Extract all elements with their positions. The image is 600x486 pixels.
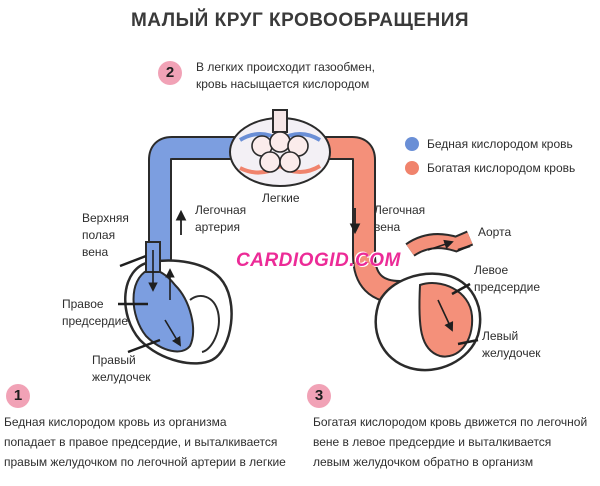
left-heart-icon <box>374 230 482 372</box>
left-atrium-label: Левое предсердие <box>474 262 540 296</box>
right-atrium-label: Правое предсердие <box>62 296 128 330</box>
legend-label-rich: Богатая кислородом кровь <box>427 160 576 175</box>
red-dot-icon <box>405 161 419 175</box>
step-2-line-2: кровь насыщается кислородом <box>196 77 370 91</box>
svc-label-line-1: Верхняя <box>82 211 129 225</box>
aorta-label: Аорта <box>478 225 512 239</box>
step-1-line-2: попадает в правое предсердие, и выталкив… <box>4 435 278 449</box>
legend-item-rich: Богатая кислородом кровь <box>405 158 575 178</box>
right-atrium-label-line-2: предсердие <box>62 314 129 328</box>
lungs-label: Легкие <box>262 191 300 205</box>
step-2-badge: 2 <box>158 61 182 85</box>
step-1-line-3: правым желудочком по легочной артерии в … <box>4 455 286 469</box>
left-atrium-label-line-2: предсердие <box>474 280 541 294</box>
superior-vena-cava-label: Верхняя полая вена <box>82 210 129 261</box>
svc-label-line-3: вена <box>82 245 109 259</box>
right-ventricle-label-line-2: желудочек <box>92 370 151 384</box>
pulmonary-artery-label-line-2: артерия <box>195 220 240 234</box>
left-ventricle-label-line-2: желудочек <box>482 346 541 360</box>
watermark: CARDIOGID.COM <box>236 250 401 271</box>
step-3-line-2: вене в левое предсердие и выталкивается <box>313 435 552 449</box>
step-2-line-1: В легких происходит газообмен, <box>196 60 375 74</box>
step-1-text: Бедная кислородом кровь из организма поп… <box>4 412 300 472</box>
left-atrium-label-line-1: Левое <box>474 263 509 277</box>
pulmonary-vein-label: Легочная вена <box>374 202 425 236</box>
step-3-line-1: Богатая кислородом кровь движется по лег… <box>313 415 588 429</box>
pulmonary-vein-label-line-2: вена <box>374 220 401 234</box>
pulmonary-artery-label-line-1: Легочная <box>195 203 247 217</box>
right-atrium-label-line-1: Правое <box>62 297 104 311</box>
right-ventricle-label: Правый желудочек <box>92 352 151 386</box>
step-3-badge: 3 <box>307 384 331 408</box>
step-3-line-3: левым желудочком обратно в организм <box>313 455 534 469</box>
step-1-badge: 1 <box>6 384 30 408</box>
blue-dot-icon <box>405 137 419 151</box>
step-1-line-1: Бедная кислородом кровь из организма <box>4 415 227 429</box>
legend-label-poor: Бедная кислородом кровь <box>427 136 573 151</box>
right-ventricle-label-line-1: Правый <box>92 353 136 367</box>
step-2-text: В легких происходит газообмен, кровь нас… <box>196 59 375 93</box>
svc-label-line-2: полая <box>82 228 116 242</box>
right-heart-icon <box>124 241 233 365</box>
lungs-icon <box>229 109 331 187</box>
left-ventricle-label-line-1: Левый <box>482 329 519 343</box>
page-title: МАЛЫЙ КРУГ КРОВООБРАЩЕНИЯ <box>130 10 470 31</box>
legend-item-poor: Бедная кислородом кровь <box>405 134 575 154</box>
step-3-text: Богатая кислородом кровь движется по лег… <box>313 412 599 472</box>
pulmonary-vein-label-line-1: Легочная <box>374 203 426 217</box>
legend: Бедная кислородом кровь Богатая кислород… <box>405 134 575 178</box>
pulmonary-artery-label: Легочная артерия <box>195 202 246 236</box>
left-ventricle-label: Левый желудочек <box>482 328 541 362</box>
